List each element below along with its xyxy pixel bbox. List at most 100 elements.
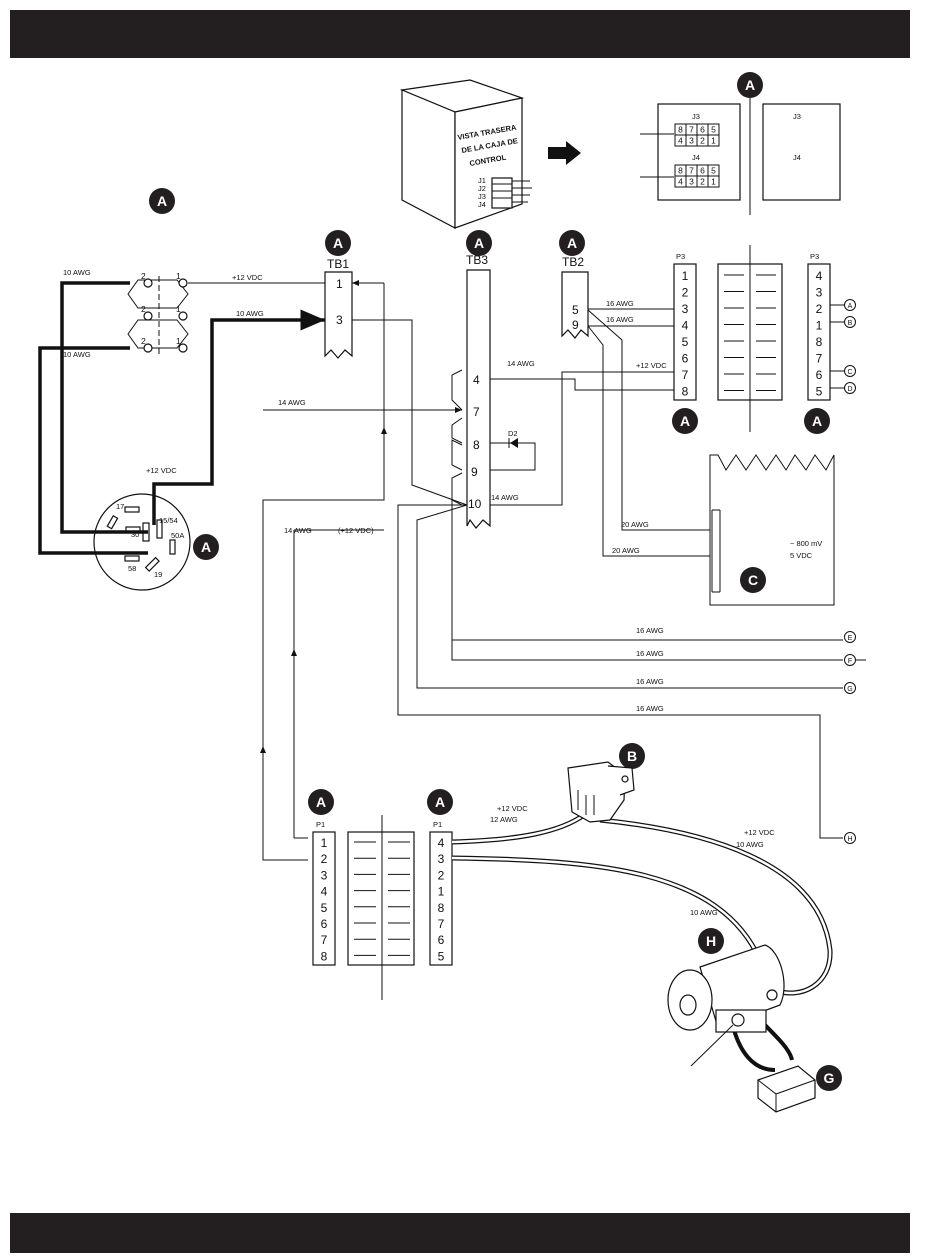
wire-label: +12 VDC xyxy=(232,273,263,282)
terminal-block-tb2: TB2 5 9 xyxy=(561,255,589,339)
badge-label: A xyxy=(567,235,577,251)
tb1-pin: 1 xyxy=(336,277,343,291)
ignition-switch: 17 30 15/54 50A 58 19 xyxy=(93,493,191,591)
jack-label: J4 xyxy=(478,200,486,209)
relay-contact-label: 2 xyxy=(141,304,146,314)
wire-label: 14 AWG xyxy=(507,359,535,368)
ref-b: B xyxy=(844,316,856,328)
badge-label: A xyxy=(316,794,326,810)
badge-a: A xyxy=(559,230,585,256)
wire-label: 16 AWG xyxy=(636,677,664,686)
p3-pin: 8 xyxy=(682,385,689,399)
badge-label: A xyxy=(680,413,690,429)
p1-label: P1 xyxy=(316,820,325,829)
wire-label: 10 AWG xyxy=(63,268,91,277)
tb3-pin: 4 xyxy=(473,373,480,387)
badge-label: A xyxy=(745,77,755,93)
wire-label: +12 VDC xyxy=(636,361,667,370)
ref-f: F xyxy=(844,654,856,666)
p3-pin: 5 xyxy=(682,335,689,349)
ref-g: G xyxy=(844,682,856,694)
badge-b: B xyxy=(619,743,645,769)
ref-c: C xyxy=(844,365,856,377)
p3-pin: 2 xyxy=(682,286,689,300)
relay-contact-label: 1 xyxy=(176,304,181,314)
ignition-terminal-label: 15/54 xyxy=(159,516,178,525)
p1-pin: 7 xyxy=(438,917,445,931)
badge-a: A xyxy=(325,230,351,256)
badge-label: C xyxy=(748,572,758,588)
p1-pin: 1 xyxy=(438,885,445,899)
relay-contact-label: 1 xyxy=(176,336,181,346)
diode-d2: D2 xyxy=(490,429,536,471)
tb2-label: TB2 xyxy=(562,255,584,269)
arrow-icon xyxy=(548,141,581,165)
control-box: VISTA TRASERA DE LA CAJA DE CONTROL J1 J… xyxy=(399,79,532,229)
terminal-block-tb1: TB1 1 3 xyxy=(324,257,353,359)
badge-h: H xyxy=(698,928,724,954)
badge-a: A xyxy=(427,789,453,815)
p1-pin: 1 xyxy=(321,836,328,850)
ref-label: B xyxy=(848,320,853,327)
p3-pin: 4 xyxy=(816,269,823,283)
wire-label: 14 AWG xyxy=(278,398,306,407)
tb2-pin: 5 xyxy=(572,303,579,317)
p3-pin: 6 xyxy=(816,368,823,382)
badge-label: A xyxy=(474,235,484,251)
pin-number: 4 xyxy=(678,177,683,187)
wire-label: 14 AWG xyxy=(491,493,519,502)
pin-number: 6 xyxy=(700,125,705,135)
sensor-note: ~ 800 mV xyxy=(790,539,822,548)
wire-label: 16 AWG xyxy=(606,315,634,324)
p3-pin: 5 xyxy=(816,385,823,399)
p1-pin: 7 xyxy=(321,933,328,947)
wire-label: 10 AWG xyxy=(736,840,764,849)
wire-label: 10 AWG xyxy=(690,908,718,917)
badge-label: A xyxy=(201,539,211,555)
ref-label: A xyxy=(848,303,853,310)
badge-label: A xyxy=(333,235,343,251)
tb3-pin: 8 xyxy=(473,438,480,452)
ref-label: E xyxy=(848,635,853,642)
wire-label: 12 AWG xyxy=(490,815,518,824)
wire-label: +12 VDC xyxy=(497,804,528,813)
ref-label: D xyxy=(847,386,852,393)
pin-number: 2 xyxy=(700,136,705,146)
tb3-pin: 7 xyxy=(473,405,480,419)
motor-assembly xyxy=(451,761,833,1113)
p1-pin: 5 xyxy=(438,949,445,963)
badge-a: A xyxy=(466,230,492,256)
ref-label: H xyxy=(847,836,852,843)
ref-label: F xyxy=(848,658,852,665)
wire-label: +12 VDC xyxy=(744,828,775,837)
wire-label: 16 AWG xyxy=(636,649,664,658)
pin-number: 1 xyxy=(711,177,716,187)
p3-pin: 1 xyxy=(682,269,689,283)
p1-pin: 2 xyxy=(321,852,328,866)
p1-pin: 8 xyxy=(438,901,445,915)
p3-label: P3 xyxy=(676,252,685,261)
j4-label: J4 xyxy=(692,153,700,162)
badge-a: A xyxy=(193,534,219,560)
tb1-pin: 3 xyxy=(336,313,343,327)
p3-pin: 7 xyxy=(816,352,823,366)
tb1-label: TB1 xyxy=(327,257,349,271)
p1-pin: 6 xyxy=(321,917,328,931)
badge-label: A xyxy=(435,794,445,810)
ignition-terminal-label: 17 xyxy=(116,502,124,511)
jack-label: J3 xyxy=(478,192,486,201)
p1-pin: 2 xyxy=(438,868,445,882)
badge-a: A xyxy=(737,72,763,98)
ref-label: C xyxy=(847,369,852,376)
relay-contact-label: 2 xyxy=(141,271,146,281)
wire-label: 16 AWG xyxy=(606,299,634,308)
ref-a: A xyxy=(844,299,856,311)
relay-contact-label: 1 xyxy=(176,271,181,281)
p1-pin: 3 xyxy=(438,852,445,866)
p3-pin: 6 xyxy=(682,352,689,366)
pin-number: 5 xyxy=(711,125,716,135)
p1-label: P1 xyxy=(433,820,442,829)
tb2-pin: 9 xyxy=(572,318,579,332)
